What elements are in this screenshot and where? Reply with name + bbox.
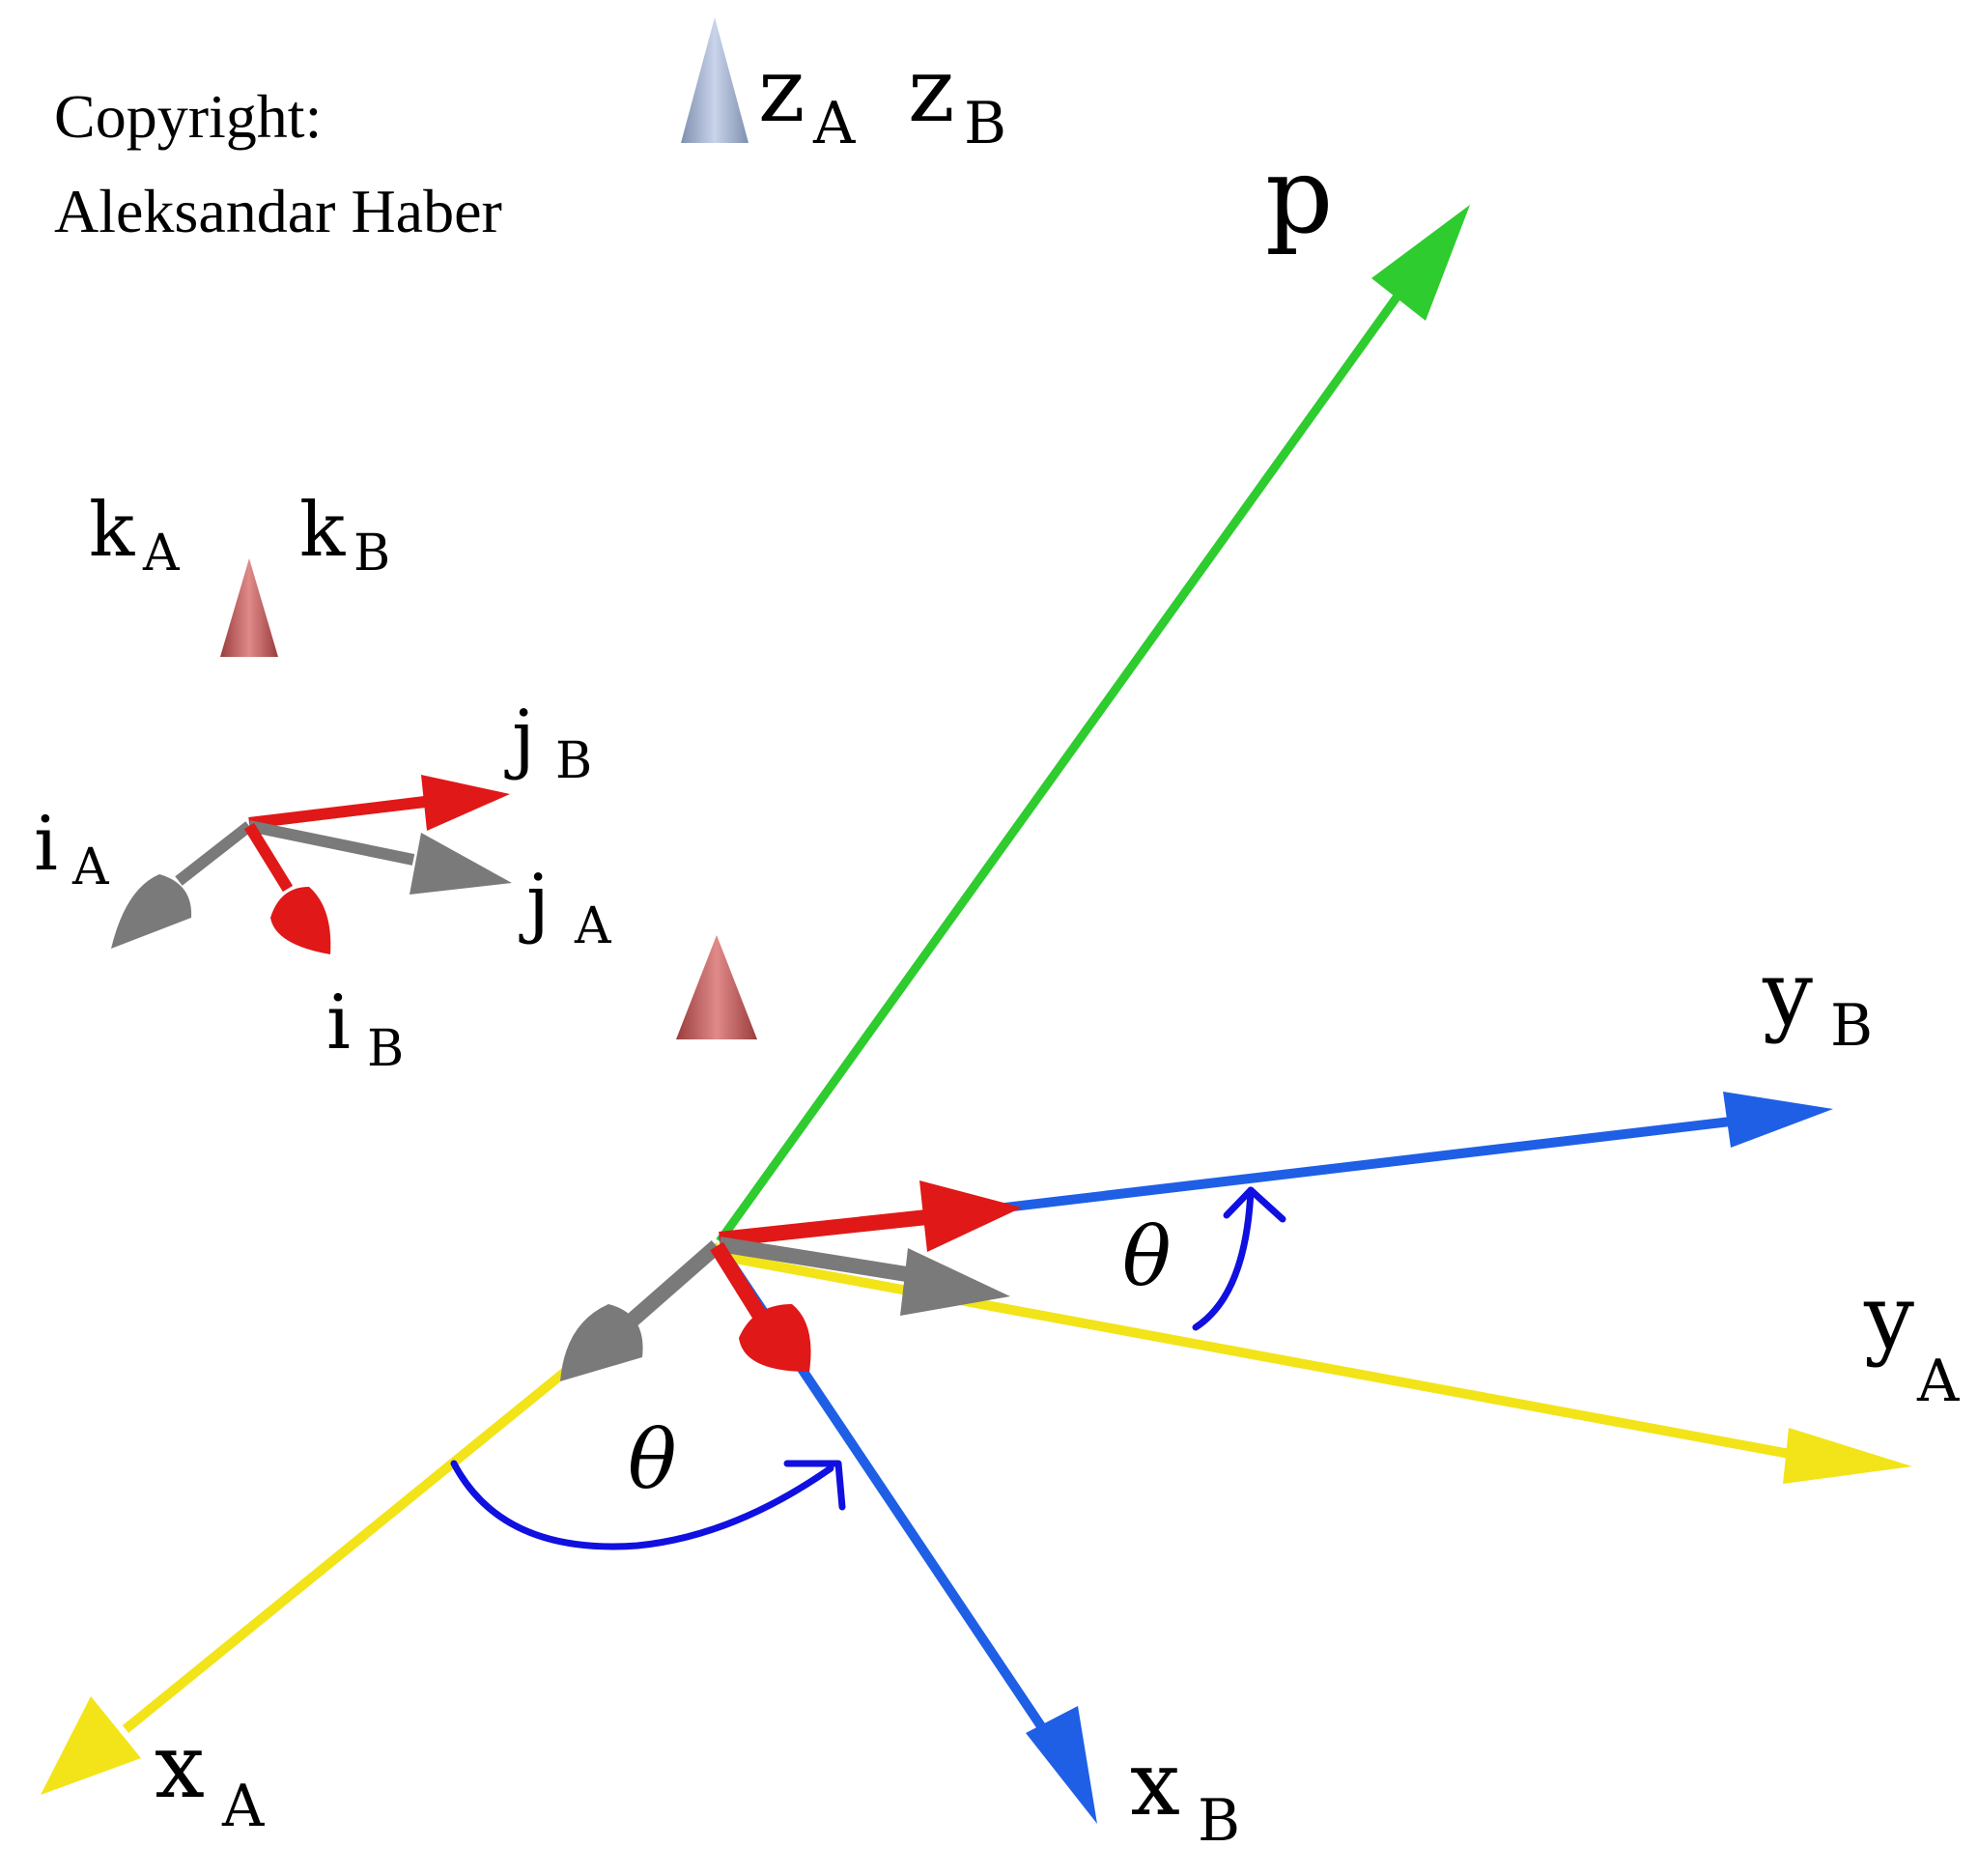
theta-arc-y-arrowhead [1223,1186,1286,1223]
copyright-line-1: Copyright: [54,82,322,151]
x-a-label-sub: A [221,1773,265,1840]
k-unit-vector-main [676,935,757,1236]
p-label: p [1265,133,1333,257]
i-b-unit-vector-inset [243,822,331,954]
j-a-label-sub: A [574,897,612,955]
i-b-unit-vector-main [710,1241,811,1372]
k-a-label-main: k [89,487,135,574]
i-b-label-sub: B [367,1020,404,1078]
z-a-label-main: z [758,39,805,142]
i-a-label-main: i [34,801,58,888]
x-b-label-sub: B [1198,1787,1240,1855]
y-a-axis [719,1251,1912,1484]
k-b-label-sub: B [353,525,390,583]
j-b-label-sub: B [555,732,592,790]
theta-label-y: θ [1122,1209,1172,1304]
theta-label-x: θ [628,1412,677,1507]
y-b-label-main: y [1762,942,1813,1045]
i-a-unit-vector-inset [111,821,253,949]
j-b-unit-vector-main [719,1180,1022,1252]
j-a-unit-vector-main [718,1236,1010,1316]
z-a-label-sub: A [812,90,856,157]
i-a-unit-vector-main [560,1239,722,1381]
k-b-label-main: k [299,487,346,574]
j-a-unit-vector-inset [247,820,512,895]
j-b-unit-vector-inset [248,775,510,831]
x-b-label-main: x [1130,1732,1180,1835]
y-a-label-sub: A [1916,1348,1960,1415]
i-b-label-main: i [326,980,351,1066]
theta-arc-x-arrowhead [783,1460,846,1511]
theta-arc-x [450,1460,834,1550]
y-a-label-main: y [1863,1265,1914,1369]
z-b-label-sub: B [964,90,1006,157]
j-b-label-main: j [504,695,535,782]
theta-arc-y [1192,1186,1255,1331]
i-a-label-sub: A [71,839,110,896]
k-unit-vector-inset [220,558,278,826]
p-vector [716,205,1470,1244]
y-b-label-sub: B [1830,992,1873,1060]
j-a-label-main: j [519,859,550,946]
x-a-label-main: x [155,1715,205,1818]
k-a-label-sub: A [142,525,181,583]
copyright-line-2: Aleksandar Haber [54,177,502,245]
z-b-label-main: z [908,39,954,142]
